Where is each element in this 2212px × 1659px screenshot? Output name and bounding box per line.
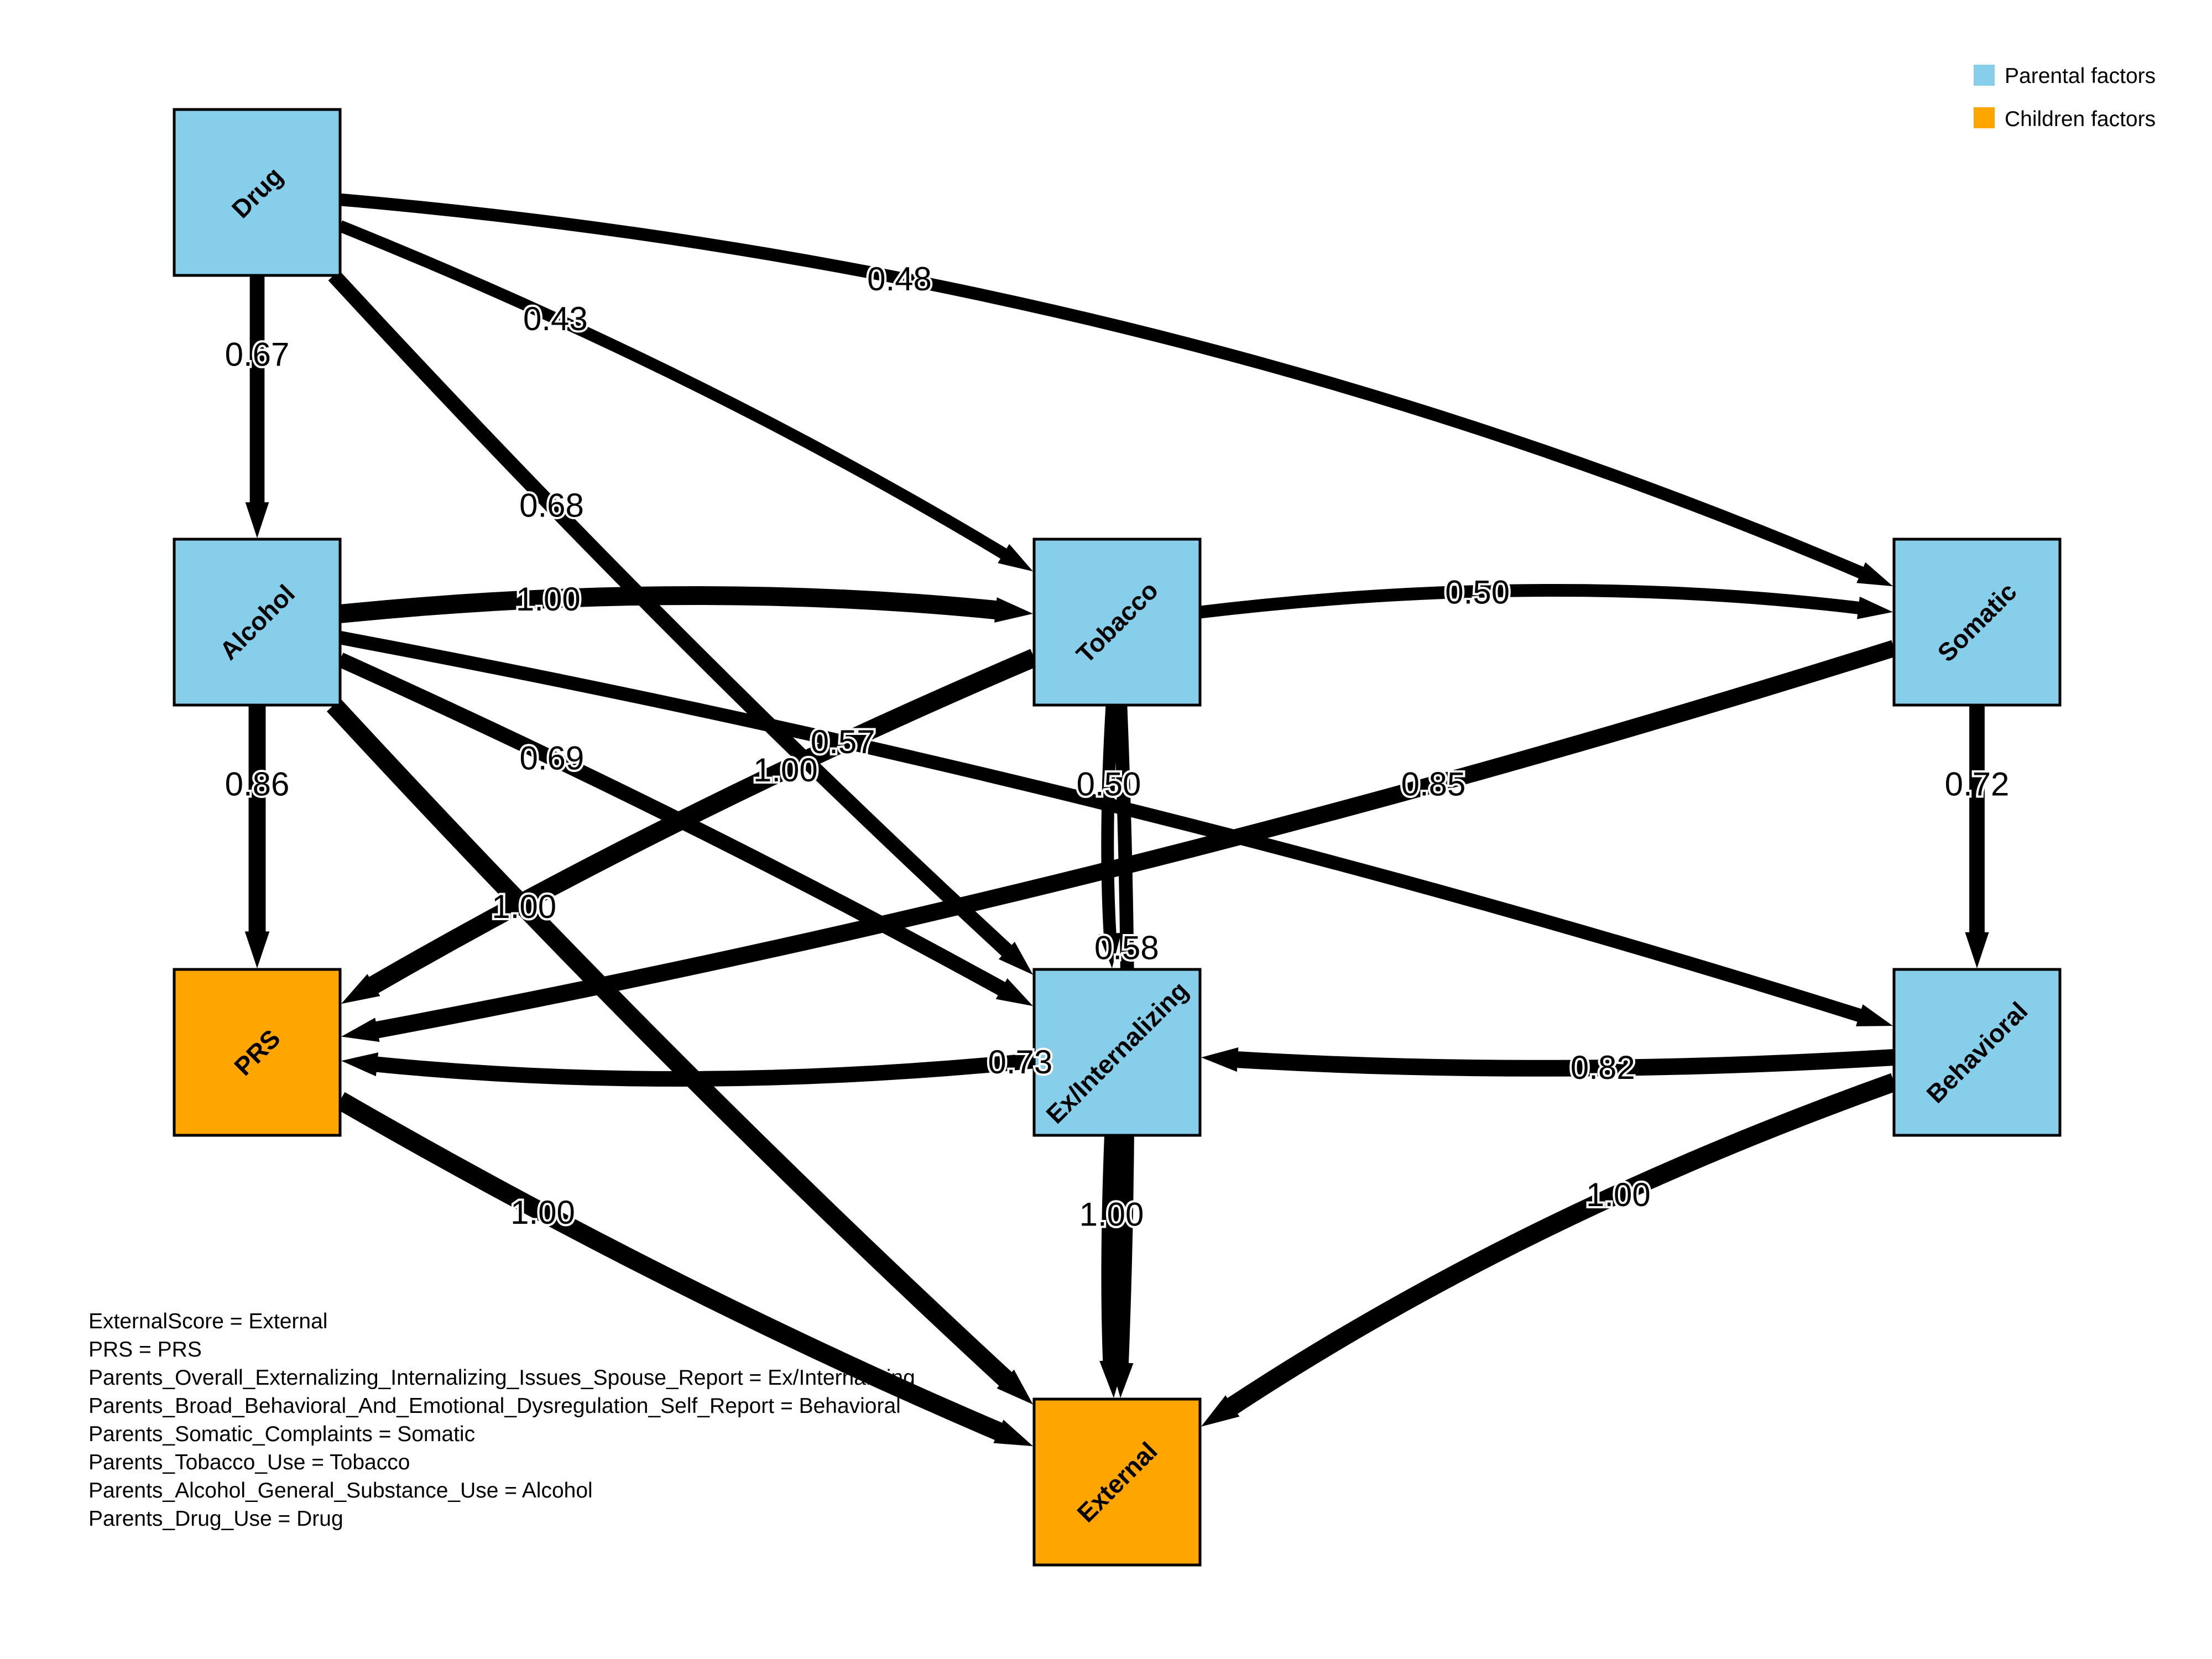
- arrowhead-drug-to-tobacco: [998, 544, 1033, 572]
- arrowhead-tobacco-to-prs: [341, 974, 380, 1004]
- edge-weight-alcohol-to-exint: 0.69: [520, 740, 585, 777]
- arrowhead-somatic-to-prs: [341, 1018, 380, 1042]
- node-somatic: Somatic: [1892, 538, 2062, 707]
- arrowhead-drug-to-somatic: [1856, 562, 1893, 587]
- mapping-line: Parents_Alcohol_General_Substance_Use = …: [88, 1479, 593, 1503]
- edge-weight-tobacco-to-exint: 0.50: [1077, 766, 1141, 803]
- edge-weight-drug-to-alcohol: 0.67: [225, 336, 290, 373]
- arrowhead-alcohol-to-prs: [244, 931, 270, 968]
- arrowhead-exint-to-external: [1099, 1360, 1125, 1398]
- edge-behavioral-to-exint: [1234, 1049, 1895, 1077]
- edge-weight-tobacco-to-external: 0.58: [1094, 930, 1159, 967]
- edge-behavioral-to-external: [1224, 1073, 1897, 1416]
- mapping-line: Parents_Tobacco_Use = Tobacco: [88, 1451, 410, 1474]
- node-box-behavioral: [1892, 968, 2062, 1137]
- legend: Parental factors Children factors: [1974, 64, 2156, 131]
- edge-weight-exint-to-prs: 0.73: [988, 1044, 1053, 1081]
- edge-weight-tobacco-to-prs: 1.00: [753, 752, 818, 789]
- mapping-line: ExternalScore = External: [88, 1310, 327, 1333]
- node-box-tobacco: [1032, 538, 1202, 707]
- node-external: External: [1032, 1397, 1202, 1567]
- arrowhead-tobacco-to-exint: [1098, 932, 1121, 968]
- edge-weight-alcohol-to-prs: 0.86: [225, 766, 290, 803]
- node-box-somatic: [1892, 538, 2062, 707]
- mapping-line: PRS = PRS: [88, 1338, 202, 1361]
- node-box-prs: [173, 968, 342, 1137]
- legend-label-parental: Parental factors: [2005, 64, 2156, 88]
- arrowhead-tobacco-to-somatic: [1857, 596, 1893, 619]
- arrowhead-drug-to-alcohol: [245, 502, 269, 538]
- edges-layer: [244, 193, 1989, 1447]
- arrowhead-prs-to-external: [993, 1420, 1033, 1447]
- node-box-drug: [173, 108, 342, 277]
- edge-alcohol-to-external: [326, 698, 1014, 1389]
- mapping-line: Parents_Somatic_Complaints = Somatic: [88, 1422, 475, 1446]
- node-exint: Ex/Internalizing: [1032, 968, 1202, 1137]
- edge-weight-somatic-to-prs: 0.85: [1401, 766, 1466, 803]
- edge-prs-to-external: [335, 1092, 1005, 1442]
- variable-mapping-notes: ExternalScore = External PRS = PRS Paren…: [88, 1310, 915, 1531]
- edge-somatic-to-prs: [372, 640, 1897, 1039]
- mapping-line: Parents_Broad_Behavioral_And_Emotional_D…: [88, 1394, 901, 1418]
- edge-alcohol-to-behavioral: [338, 631, 1865, 1023]
- legend-label-children: Children factors: [2005, 107, 2156, 131]
- arrowhead-behavioral-to-exint: [1201, 1047, 1239, 1072]
- edge-drug-to-tobacco: [337, 220, 1010, 561]
- edge-tobacco-to-somatic: [1199, 584, 1863, 619]
- arrowhead-alcohol-to-exint: [995, 978, 1033, 1006]
- edge-weight-alcohol-to-behavioral: 0.57: [811, 723, 875, 760]
- edge-weight-behavioral-to-external: 1.00: [1586, 1176, 1651, 1213]
- arrowhead-alcohol-to-external: [997, 1369, 1033, 1405]
- edge-weight-alcohol-to-tobacco: 1.00: [516, 581, 581, 618]
- edge-weight-prs-to-external: 1.00: [510, 1194, 575, 1231]
- arrowhead-exint-to-prs: [341, 1052, 379, 1077]
- arrowhead-alcohol-to-tobacco: [994, 597, 1033, 623]
- edge-weight-behavioral-to-exint: 0.82: [1571, 1049, 1635, 1086]
- edge-tobacco-to-prs: [366, 649, 1038, 995]
- node-box-exint: [1032, 968, 1202, 1137]
- edge-weight-drug-to-tobacco: 0.43: [523, 300, 588, 337]
- edge-exint-to-external: [1101, 1135, 1123, 1364]
- arrowhead-somatic-to-behavioral: [1965, 932, 1989, 968]
- edge-weight-tobacco-to-somatic: 0.50: [1445, 573, 1510, 611]
- node-box-alcohol: [173, 538, 342, 707]
- edge-weight-alcohol-to-external: 1.00: [492, 888, 556, 925]
- node-prs: PRS: [173, 968, 342, 1137]
- node-drug: Drug: [173, 108, 342, 277]
- legend-swatch-children: [1974, 107, 1995, 128]
- arrowhead-alcohol-to-behavioral: [1855, 1004, 1893, 1026]
- edge-weight-drug-to-exint: 0.68: [519, 487, 584, 524]
- edge-weight-exint-to-external: 1.00: [1079, 1196, 1144, 1233]
- node-box-external: [1032, 1397, 1202, 1567]
- edge-tobacco-to-exint: [1101, 705, 1119, 937]
- edge-drug-to-somatic: [340, 193, 1867, 580]
- arrowhead-behavioral-to-external: [1201, 1395, 1240, 1427]
- mapping-line: Parents_Overall_Externalizing_Internaliz…: [88, 1366, 915, 1390]
- edge-weight-drug-to-somatic: 0.48: [867, 260, 932, 298]
- edge-weight-somatic-to-behavioral: 0.72: [1945, 766, 2010, 803]
- edge-drug-to-exint: [328, 270, 1014, 958]
- node-behavioral: Behavioral: [1892, 968, 2062, 1137]
- edge-exint-to-prs: [373, 1053, 1035, 1087]
- mapping-line: Parents_Drug_Use = Drug: [88, 1507, 343, 1531]
- node-tobacco: Tobacco: [1032, 538, 1202, 707]
- node-alcohol: Alcohol: [173, 538, 342, 707]
- legend-swatch-parental: [1974, 65, 1995, 86]
- arrowhead-drug-to-exint: [998, 942, 1033, 975]
- edge-alcohol-to-tobacco: [339, 586, 1000, 623]
